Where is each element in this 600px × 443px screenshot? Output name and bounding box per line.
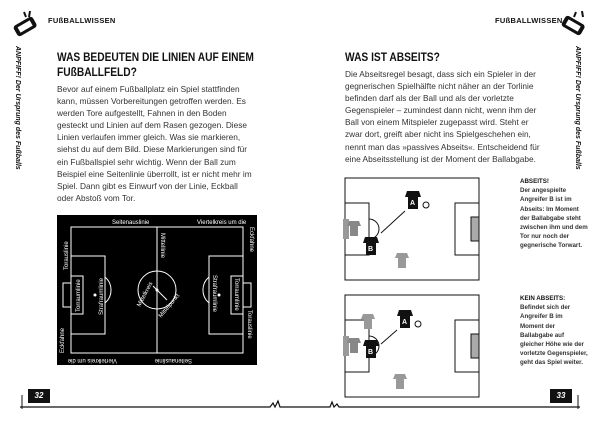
label-corner-bottom: Eckfahne <box>60 327 66 353</box>
player-a: A <box>405 191 421 209</box>
svg-text:A: A <box>402 319 407 326</box>
pitch-diagram: Seitenauslinie Viertelkreis um die Eckfa… <box>57 215 257 365</box>
label-center-spot: Mittelpunkt <box>158 293 181 319</box>
section-label: FUßBALLWISSEN <box>495 16 563 25</box>
section-label: FUßBALLWISSEN <box>48 16 116 25</box>
label-corner-top: Eckfahne <box>248 227 254 253</box>
center-spot-arrow <box>152 285 168 301</box>
player-b: B <box>363 340 379 358</box>
label-quarter-top: Viertelkreis um die <box>197 220 247 226</box>
caption-no-offside: KEIN ABSEITS: Befindet sich der Angreifer… <box>520 294 588 368</box>
label-penalty-left: Strafraumlinie <box>99 277 105 315</box>
ball <box>414 320 422 328</box>
whistle-icon <box>13 10 37 37</box>
caption-text: Befindet sich der Angreifer B im Moment … <box>520 304 588 367</box>
caption-head: ABSEITS! <box>520 178 549 185</box>
offside-diagram: A B <box>343 177 480 281</box>
pass-line <box>380 210 406 234</box>
whistle-icon <box>561 10 585 36</box>
page-title: WAS IST ABSEITS? <box>345 50 440 64</box>
side-title: ANPFIFF! Der Ursprung des Fußballs <box>574 46 581 170</box>
page-number: 32 <box>28 389 50 403</box>
caption-text: Der angespielte Angreifer B ist im Absei… <box>520 187 588 250</box>
label-side-bottom: Seitenauslinie <box>154 357 192 363</box>
label-goal-line-right: Torauslinie <box>246 310 252 339</box>
caption-head: KEIN ABSEITS: <box>520 295 566 302</box>
title-line: FUßBALLFELD? <box>57 65 137 79</box>
label-goal-area-left: Torraumlinie <box>76 279 82 312</box>
svg-text:B: B <box>368 246 373 253</box>
label-center-circle: Mittelkreis <box>136 281 154 308</box>
title-line: WAS BEDEUTEN DIE LINIEN AUF EINEM <box>57 50 254 64</box>
body-text: Bevor auf einem Fußballplatz ein Spiel s… <box>57 84 252 203</box>
side-title: ANPFIFF! Der Ursprung des Fußballs <box>14 46 21 170</box>
label-halfway: Mittellinie <box>159 233 165 259</box>
label-side-top: Seitenauslinie <box>112 220 150 226</box>
ball <box>422 201 430 209</box>
label-goal-line-left: Torauslinie <box>64 241 70 270</box>
label-goal-area-right: Torraumlinie <box>233 278 239 311</box>
label-quarter-bottom: Viertelkreis um die <box>67 357 117 363</box>
player-b: B <box>363 237 379 255</box>
grass-line <box>20 395 580 409</box>
page-number: 33 <box>550 389 572 403</box>
label-penalty-right: Strafraumlinie <box>211 275 217 313</box>
body-text: Die Abseitsregel besagt, dass sich ein S… <box>345 69 540 164</box>
player-a: A <box>397 310 413 328</box>
pass-line <box>380 329 398 345</box>
svg-text:B: B <box>368 349 373 356</box>
no-offside-diagram: A B <box>343 294 480 398</box>
caption-offside: ABSEITS! Der angespielte Angreifer B ist … <box>520 177 588 251</box>
svg-text:A: A <box>410 200 415 207</box>
